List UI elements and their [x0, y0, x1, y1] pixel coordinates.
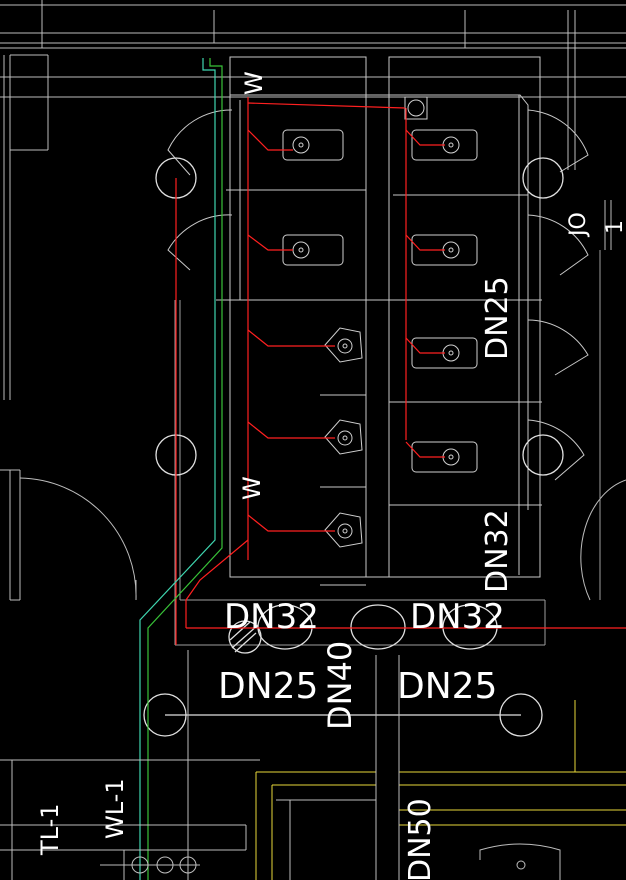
tl1-label: TL-1 [36, 803, 64, 856]
water-supply-pipes [175, 97, 626, 645]
w-label-upper: W [240, 71, 268, 95]
dn50-vertical-label: DN50 [403, 798, 438, 880]
dn32-vertical-label: DN32 [480, 509, 515, 593]
top-boundary-lines [0, 0, 626, 98]
wc-left-1 [282, 129, 344, 161]
urinal-3 [324, 512, 363, 548]
lower-grey-lines [0, 650, 561, 880]
dn25-vertical-label: DN25 [480, 276, 515, 360]
left-wall [0, 54, 137, 601]
labels: W W DN25 DN32 DN32 DN32 DN25 DN40 DN25 D… [36, 71, 626, 880]
drain-pipes [139, 58, 223, 880]
right-edge-label: 1 [603, 220, 626, 234]
dn32-right-label: DN32 [410, 597, 505, 637]
urinals [324, 327, 363, 548]
dn40-vertical-label: DN40 [321, 641, 359, 730]
dn25-left-label: DN25 [218, 666, 318, 707]
dn25-right-label: DN25 [397, 666, 497, 707]
urinal-2 [324, 419, 363, 455]
w-label-lower: W [238, 476, 266, 500]
urinal-1 [324, 327, 363, 363]
column-circle [522, 157, 564, 199]
column-circle [522, 434, 564, 476]
room-boundaries [174, 250, 601, 646]
circular-columns [143, 157, 564, 737]
lower-boundaries [255, 700, 626, 880]
wl1-label: WL-1 [101, 778, 129, 839]
right-wall [567, 10, 626, 601]
wc-right-1 [411, 129, 478, 161]
dn32-left-label: DN32 [224, 597, 319, 637]
jo-label: JO [566, 212, 591, 238]
